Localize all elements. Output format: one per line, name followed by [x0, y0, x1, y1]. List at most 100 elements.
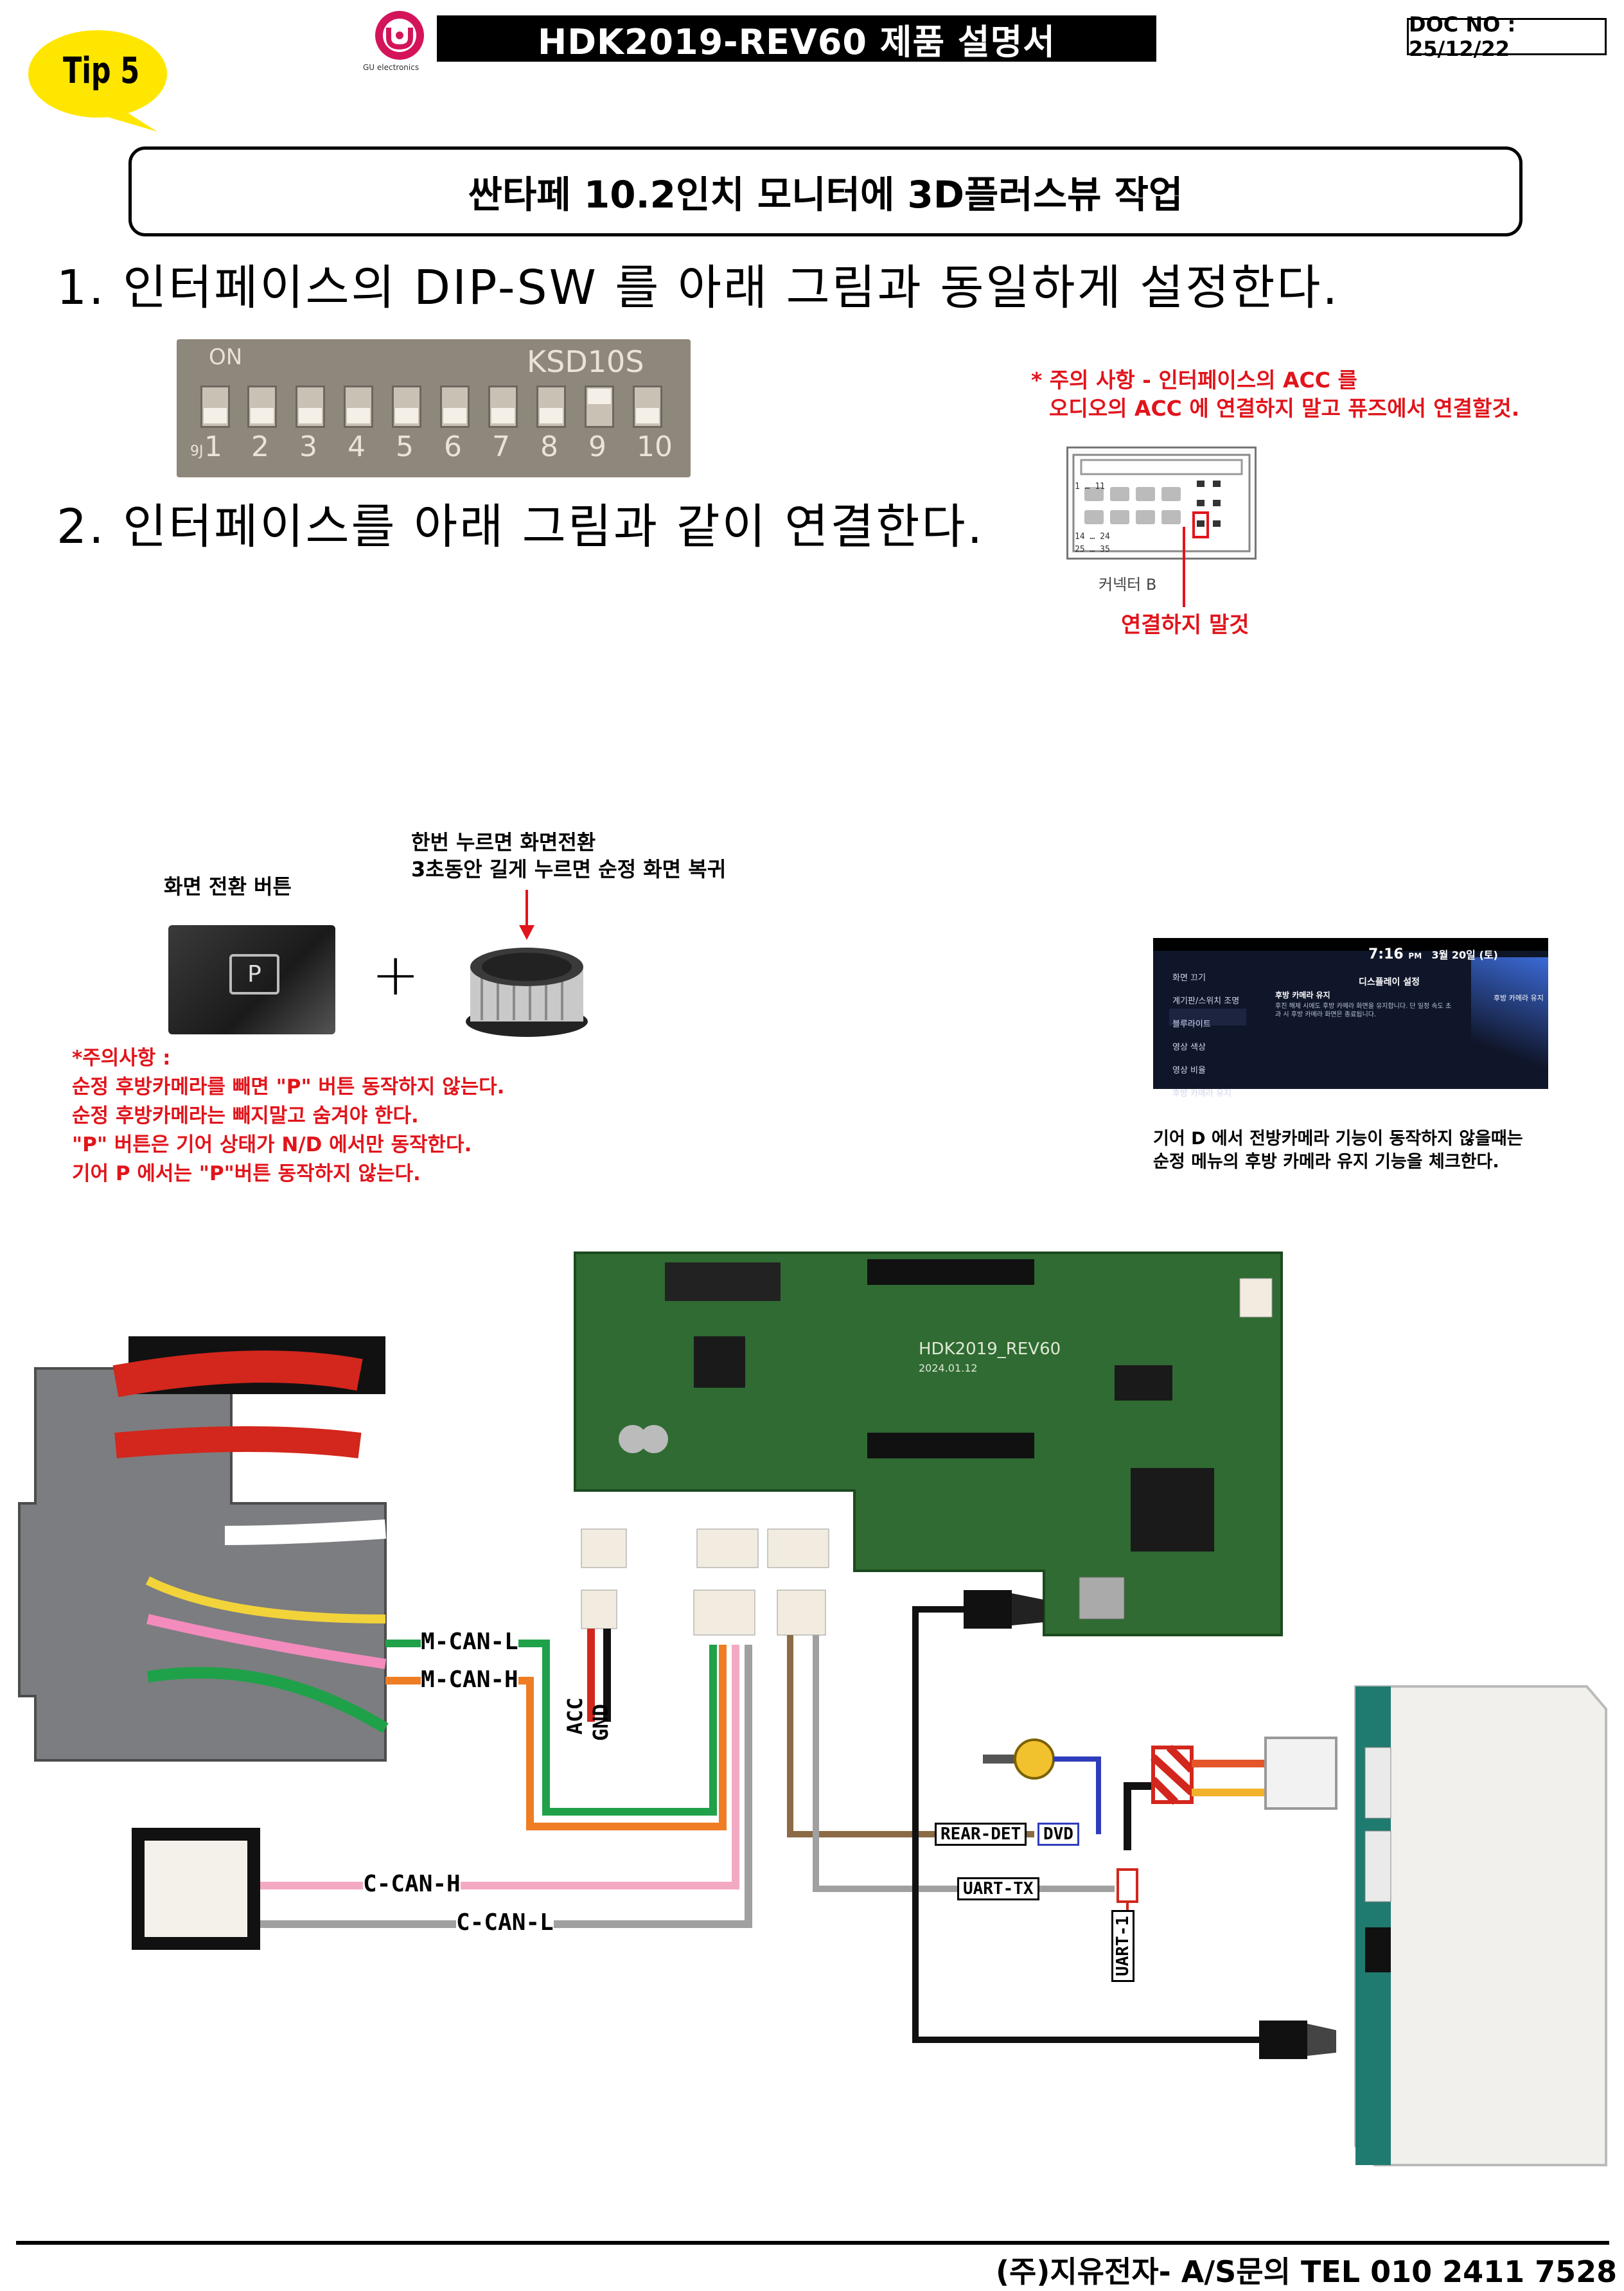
clock-ampm: PM [1408, 951, 1422, 960]
dip-switch-8 [536, 385, 566, 428]
dip-switch-5 [392, 385, 421, 428]
dip-switch-10 [633, 385, 662, 428]
page-subtitle: 싼타페 10.2인치 모니터에 3D플러스뷰 작업 [128, 146, 1522, 236]
board-hdmi-port [1079, 1577, 1125, 1620]
uart-1-label: UART-1 [1111, 1910, 1134, 1982]
wiring-diagram [18, 1252, 1607, 2166]
hdmi-plug-icon [964, 1590, 1012, 1629]
logo-text: GU electronics [363, 63, 419, 72]
tip-label: Tip 5 [63, 50, 140, 92]
dip-on-label: ON [209, 344, 243, 370]
dip-number-label: 5 [396, 430, 414, 463]
dip-knob [251, 408, 274, 423]
uart-line [1124, 1782, 1156, 1850]
knob-instruction-line2: 3초동안 길게 누르면 순정 화면 복귀 [411, 857, 727, 881]
step-1: 1. 인터페이스의 DIP-SW 를 아래 그림과 동일하게 설정한다. [57, 260, 1340, 315]
p-button-caution: *주의사항 : 순정 후방카메라를 빼면 "P" 버튼 동작하지 않는다. 순정… [72, 1044, 504, 1189]
rear-det-connector [777, 1589, 826, 1636]
rca-yellow-icon [1014, 1738, 1055, 1780]
dip-number-label: 4 [348, 430, 366, 463]
dip-number-label: 7 [492, 430, 510, 463]
footer-contact: (주)지유전자- A/S문의 TEL 010 2411 7528 [996, 2254, 1618, 2289]
screen-menu-item: 영상 색상 [1172, 1043, 1206, 1052]
power-connector [1264, 1737, 1337, 1810]
dip-knob [636, 408, 659, 423]
acc-caution-line2: 오디오의 ACC 에 연결하지 말고 퓨즈에서 연결할것. [1049, 396, 1520, 421]
c-can-l-wire [260, 1645, 752, 1928]
gnd-label: GND [588, 1704, 613, 1741]
screen-menu-item: 블루라이트 [1172, 1020, 1211, 1029]
dip-knob [588, 389, 611, 404]
connector-pin-row1: 1 … 11 [1075, 482, 1105, 491]
caution-line: 기어 P 에서는 "P"버튼 동작하지 않는다. [72, 1162, 421, 1185]
dip-switch-4 [344, 385, 373, 428]
acc-gnd-connector [581, 1589, 617, 1629]
board-silkscreen-label: HDK2019_REV60 [919, 1340, 1061, 1359]
c-can-h-label: C-CAN-H [363, 1871, 461, 1897]
board-capacitor [619, 1425, 647, 1453]
pink-harness-wire [146, 1614, 387, 1669]
c-can-l-label: C-CAN-L [456, 1909, 554, 1936]
pin-label: 35 [1100, 545, 1110, 554]
m-can-l-label: M-CAN-L [421, 1629, 518, 1655]
screen-option-right: 후방 카메라 유지 [1494, 994, 1544, 1002]
hdmi-plug-tip [1012, 1593, 1044, 1625]
fuse-stripe [1150, 1776, 1179, 1805]
dip-number-label: 10 [637, 430, 673, 463]
dvd-wire [1054, 1756, 1101, 1834]
module-port [1364, 1830, 1391, 1902]
uart-fuse-holder [1116, 1868, 1138, 1903]
dip-switch-6 [440, 385, 470, 428]
dip-knob [347, 408, 370, 423]
uart-tx-wire [813, 1635, 1115, 1892]
pin-label: 25 [1075, 545, 1085, 554]
dip-knob [443, 408, 466, 423]
board-chip-1 [694, 1336, 745, 1388]
screen-caption: 기어 D 에서 전방카메라 기능이 동작하지 않을때는 순정 메뉴의 후방 카메… [1153, 1128, 1523, 1174]
knob-instructions: 한번 누르면 화면전환 3초동안 길게 누르면 순정 화면 복귀 [411, 829, 726, 883]
dip-knob [204, 408, 227, 423]
red-harness-wire [112, 1350, 363, 1397]
board-connector-1 [581, 1528, 627, 1568]
c-can-connector-body [145, 1841, 247, 1937]
do-not-connect-label: 연결하지 말것 [1121, 612, 1249, 638]
dip-number-label: 6 [444, 430, 462, 463]
acc-caution-note: * 주의 사항 - 인터페이스의 ACC 를 오디오의 ACC 에 연결하지 말… [1031, 366, 1519, 423]
screen-menu-item: 화면 끄기 [1172, 973, 1206, 983]
caution-line: "P" 버튼은 기어 상태가 N/D 에서만 동작한다. [72, 1133, 472, 1156]
board-fpc-connector-mid [867, 1433, 1034, 1458]
screen-switch-button-photo: P [168, 925, 335, 1034]
screen-option-title: 후방 카메라 유지 [1275, 991, 1330, 1000]
clock-date: 3월 20일 (토) [1431, 949, 1498, 961]
dip-switch-7 [488, 385, 518, 428]
board-chip-3 [1131, 1468, 1214, 1552]
dip-model-label: KSD10S [527, 344, 644, 379]
screen-menu-item: 후방 카메라 유지 [1172, 1089, 1231, 1099]
tip-bubble-icon [28, 30, 167, 132]
knob-instruction-line1: 한번 누르면 화면전환 [411, 830, 596, 854]
screen-menu-list: 화면 끄기 계기판/스위치 조명 블루라이트 영상 색상 영상 비율 후방 카메… [1172, 967, 1239, 1106]
dip-knob [491, 408, 515, 423]
connector-pin-row3: 14 … 24 [1075, 532, 1110, 542]
clock-time: 7:16 [1368, 946, 1404, 962]
module-port [1365, 1927, 1391, 1972]
screen-title: 디스플레이 설정 [1359, 977, 1420, 987]
acc-caution-line1: * 주의 사항 - 인터페이스의 ACC 를 [1031, 367, 1357, 393]
dip-number-label: 9 [588, 430, 606, 463]
p-button-icon: P [229, 954, 279, 995]
control-knob-photo [466, 948, 588, 1037]
display-settings-screenshot [1153, 938, 1548, 1089]
caution-line: *주의사항 : [72, 1047, 171, 1070]
uart-tx-label: UART-TX [957, 1877, 1039, 1900]
caution-line: 순정 후방카메라는 빼지말고 숨겨야 한다. [72, 1104, 419, 1128]
arrow-down-icon [519, 890, 534, 940]
document-title: HDK2019-REV60 제품 설명서 [437, 15, 1156, 62]
board-connector-right [1239, 1278, 1273, 1318]
pointer-line [1183, 527, 1185, 607]
can-connector [693, 1589, 755, 1636]
dip-number-label: 2 [251, 430, 269, 463]
company-logo-icon [375, 11, 424, 60]
board-connector-3 [767, 1528, 829, 1568]
hdmi-plug-icon [1259, 2021, 1307, 2059]
board-silkscreen-date: 2024.01.12 [919, 1362, 978, 1374]
